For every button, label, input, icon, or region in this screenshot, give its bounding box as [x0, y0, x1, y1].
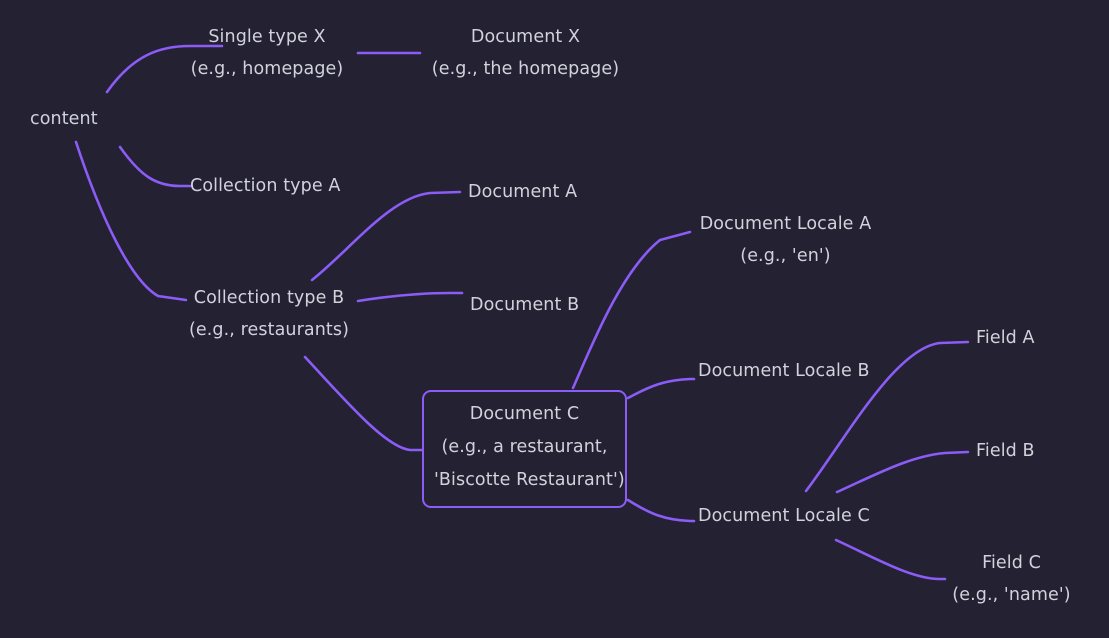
node-field-a[interactable]: Field A	[976, 322, 1076, 354]
node-document-x-example: (e.g., the homepage)	[431, 59, 620, 79]
node-content[interactable]: content	[30, 103, 110, 135]
node-collection-type-b[interactable]: Collection type B (e.g., restaurants)	[185, 282, 353, 346]
node-document-a[interactable]: Document A	[468, 176, 598, 208]
node-document-a-label: Document A	[468, 182, 578, 202]
node-single-type-x-label: Single type X	[208, 27, 326, 47]
node-document-x-label: Document X	[470, 27, 581, 47]
node-content-label: content	[30, 109, 98, 129]
node-field-c[interactable]: Field C (e.g., 'name')	[944, 547, 1079, 611]
node-document-x[interactable]: Document X (e.g., the homepage)	[418, 21, 633, 85]
node-document-locale-c[interactable]: Document Locale C	[698, 500, 883, 532]
node-field-c-example: (e.g., 'name')	[952, 585, 1071, 605]
edge-document-c-to-document-locale-c	[626, 498, 696, 523]
node-collection-type-a-label: Collection type A	[190, 176, 341, 196]
edge-collection-type-b-to-document-c	[303, 355, 424, 452]
edge-document-locale-c-to-field-b	[835, 450, 970, 494]
node-document-b[interactable]: Document B	[470, 289, 600, 321]
node-collection-type-b-example: (e.g., restaurants)	[188, 320, 350, 340]
node-field-c-label: Field C	[982, 553, 1041, 573]
node-document-locale-b[interactable]: Document Locale B	[698, 355, 883, 387]
node-document-locale-c-label: Document Locale C	[698, 506, 870, 526]
node-single-type-x-example: (e.g., homepage)	[190, 59, 344, 79]
node-collection-type-b-label: Collection type B	[193, 288, 345, 308]
node-document-locale-a-example: (e.g., 'en')	[740, 246, 831, 266]
node-single-type-x[interactable]: Single type X (e.g., homepage)	[168, 21, 366, 85]
node-collection-type-a[interactable]: Collection type A	[190, 170, 350, 202]
node-document-c-example-line1: (e.g., a restaurant,	[441, 437, 608, 457]
node-document-c-label: Document C	[469, 404, 580, 424]
node-field-b[interactable]: Field B	[976, 435, 1076, 467]
node-field-a-label: Field A	[976, 328, 1035, 348]
node-document-b-label: Document B	[470, 295, 580, 315]
node-document-locale-a[interactable]: Document Locale A (e.g., 'en')	[698, 208, 873, 272]
edge-content-to-collection-type-b	[74, 140, 188, 302]
edge-collection-type-a-to-document-a	[310, 190, 462, 282]
edge-document-locale-c-to-field-c	[834, 538, 947, 581]
edge-collection-type-b-to-document-b	[356, 291, 464, 303]
node-document-locale-a-label: Document Locale A	[699, 214, 872, 234]
edge-document-c-to-document-locale-b	[626, 377, 696, 400]
node-document-locale-b-label: Document Locale B	[698, 361, 870, 381]
node-field-b-label: Field B	[976, 441, 1035, 461]
edge-content-to-collection-type-a	[118, 145, 192, 188]
node-document-c[interactable]: Document C (e.g., a restaurant, 'Biscott…	[422, 390, 627, 508]
node-document-c-example-line2: 'Biscotte Restaurant')	[434, 470, 625, 490]
